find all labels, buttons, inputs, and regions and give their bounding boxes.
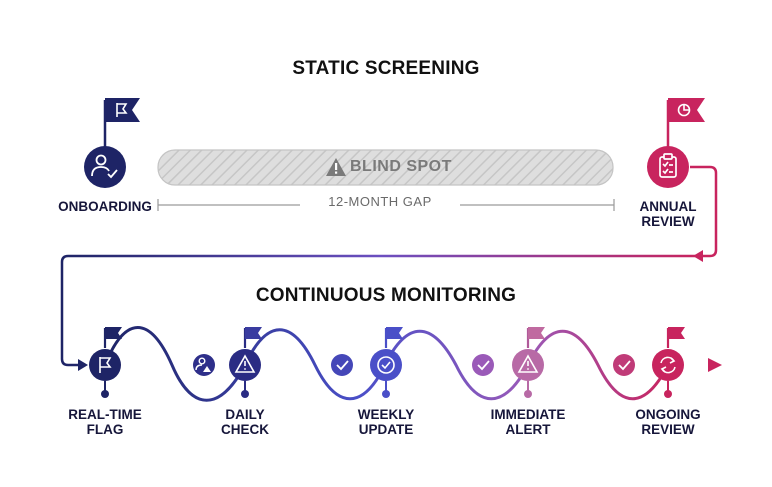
gap-label: 12-MONTH GAP (300, 194, 460, 209)
onboarding-node (84, 98, 140, 188)
gap-bracket (157, 199, 615, 211)
continuous-row (85, 326, 722, 402)
continuous-monitoring-title: CONTINUOUS MONITORING (255, 285, 517, 306)
blind-spot-bar (157, 149, 614, 186)
weekly-update-node (370, 327, 403, 398)
ongoing-review-node (652, 327, 685, 398)
check-icon (613, 354, 635, 376)
immediate-alert-label: IMMEDIATE ALERT (490, 407, 566, 437)
arrowhead-end-icon (708, 358, 722, 372)
flag-icon (99, 357, 112, 373)
annual-review-node (647, 98, 705, 188)
ongoing-review-label: ONGOING REVIEW (635, 407, 701, 437)
check-icon (472, 354, 494, 376)
realtime-flag-label: REAL-TIME FLAG (68, 407, 142, 437)
static-screening-title: STATIC SCREENING (292, 58, 480, 79)
check-circle-icon (377, 356, 395, 374)
transition-connector (60, 165, 718, 371)
warning-icon (234, 354, 256, 373)
clipboard-icon (659, 153, 677, 178)
daily-check-node (229, 327, 262, 398)
user-check-icon (91, 154, 118, 179)
arrowhead-right-icon (78, 359, 88, 371)
immediate-alert-node (512, 327, 545, 398)
check-icon (331, 354, 353, 376)
user-alert-icon (193, 354, 215, 376)
blind-spot-warning-icon (326, 158, 346, 176)
onboarding-label: ONBOARDING (58, 199, 152, 214)
weekly-update-label: WEEKLY UPDATE (357, 407, 415, 437)
flag-icon (105, 98, 140, 122)
annual-review-label: ANNUAL REVIEW (639, 199, 697, 229)
refresh-icon (660, 356, 676, 374)
blind-spot-label: BLIND SPOT (350, 158, 452, 175)
daily-check-label: DAILY CHECK (220, 407, 269, 437)
static-row (50, 98, 705, 211)
realtime-flag-node (89, 327, 122, 398)
warning-icon (517, 354, 539, 373)
